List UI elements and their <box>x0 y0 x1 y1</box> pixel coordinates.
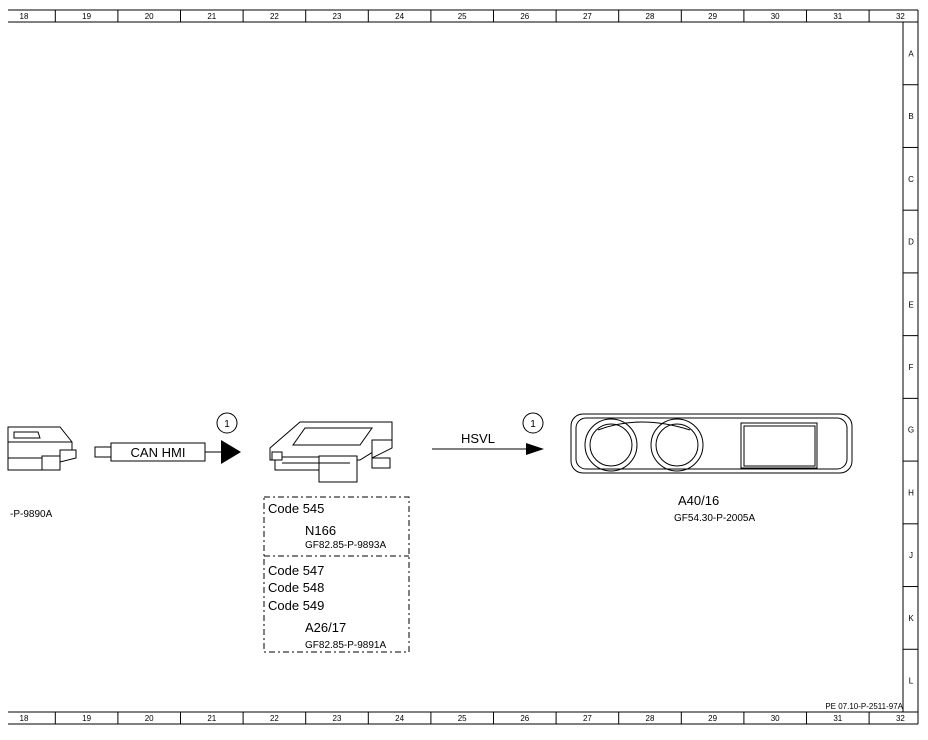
code-545-label: Code 545 <box>268 501 324 516</box>
row-letter: H <box>908 488 914 497</box>
column-number: 31 <box>833 12 842 21</box>
column-number: 31 <box>833 714 842 723</box>
row-scale-right: A B C D E F G H J K L <box>903 49 918 686</box>
column-number: 32 <box>896 714 905 723</box>
row-letter: C <box>908 175 914 184</box>
code-549-label: Code 549 <box>268 598 324 613</box>
a26-17-id: A26/17 <box>305 620 346 635</box>
column-scale-top: 18 19 20 21 22 23 24 25 26 27 28 29 30 31 32 <box>20 10 905 22</box>
row-letter: J <box>909 551 913 560</box>
instrument-cluster <box>570 413 853 474</box>
row-letter: K <box>908 614 914 623</box>
center-control-unit <box>269 421 393 483</box>
column-number: 32 <box>896 12 905 21</box>
column-number: 27 <box>583 12 592 21</box>
code-547-label: Code 547 <box>268 563 324 578</box>
hsvl-connector: HSVL 1 <box>432 412 544 455</box>
hsvl-label: HSVL <box>461 431 495 446</box>
column-number: 20 <box>145 12 154 21</box>
drawing-frame <box>8 9 919 725</box>
column-number: 24 <box>395 12 404 21</box>
cluster-ref: GF54.30-P-2005A <box>674 513 755 524</box>
row-letter: L <box>909 677 914 686</box>
column-number: 21 <box>207 714 216 723</box>
can-hmi-label: CAN HMI <box>131 445 186 460</box>
column-number: 30 <box>771 12 780 21</box>
code-variant-box <box>263 496 410 653</box>
left-module-ref: -P-9890A <box>10 509 53 520</box>
document-reference: PE 07.10-P-2511-97A <box>825 702 903 711</box>
column-number: 21 <box>207 12 216 21</box>
row-letter: G <box>908 426 914 435</box>
n166-id: N166 <box>305 523 336 538</box>
column-number: 29 <box>708 12 717 21</box>
column-number: 30 <box>771 714 780 723</box>
column-number: 20 <box>145 714 154 723</box>
row-letter: F <box>909 363 914 372</box>
hsvl-badge: 1 <box>530 419 536 430</box>
column-number: 19 <box>82 12 91 21</box>
n166-ref: GF82.85-P-9893A <box>305 540 386 551</box>
row-letter: A <box>908 49 914 58</box>
column-number: 25 <box>458 714 467 723</box>
arrow-head-icon <box>221 440 241 464</box>
column-number: 28 <box>646 714 655 723</box>
column-number: 18 <box>20 12 29 21</box>
column-number: 29 <box>708 714 717 723</box>
column-number: 27 <box>583 714 592 723</box>
row-letter: D <box>908 238 914 247</box>
column-number: 25 <box>458 12 467 21</box>
column-number: 18 <box>20 714 29 723</box>
column-number: 22 <box>270 12 279 21</box>
left-control-unit <box>7 426 77 471</box>
column-number: 22 <box>270 714 279 723</box>
column-number: 28 <box>646 12 655 21</box>
can-hmi-badge: 1 <box>224 419 230 430</box>
column-number: 19 <box>82 714 91 723</box>
row-letter: E <box>908 300 913 309</box>
column-number: 24 <box>395 714 404 723</box>
column-number: 26 <box>520 714 529 723</box>
arrow-head-icon <box>526 443 544 455</box>
can-hmi-connector: CAN HMI 1 <box>94 412 241 464</box>
column-number: 26 <box>520 12 529 21</box>
column-scale-bottom: 18 19 20 21 22 23 24 25 26 27 28 29 30 31 32 <box>20 712 905 724</box>
column-number: 23 <box>333 714 342 723</box>
a26-17-ref: GF82.85-P-9891A <box>305 640 386 651</box>
column-number: 23 <box>333 12 342 21</box>
row-letter: B <box>908 112 913 121</box>
code-548-label: Code 548 <box>268 580 324 595</box>
cluster-id: A40/16 <box>678 493 719 508</box>
